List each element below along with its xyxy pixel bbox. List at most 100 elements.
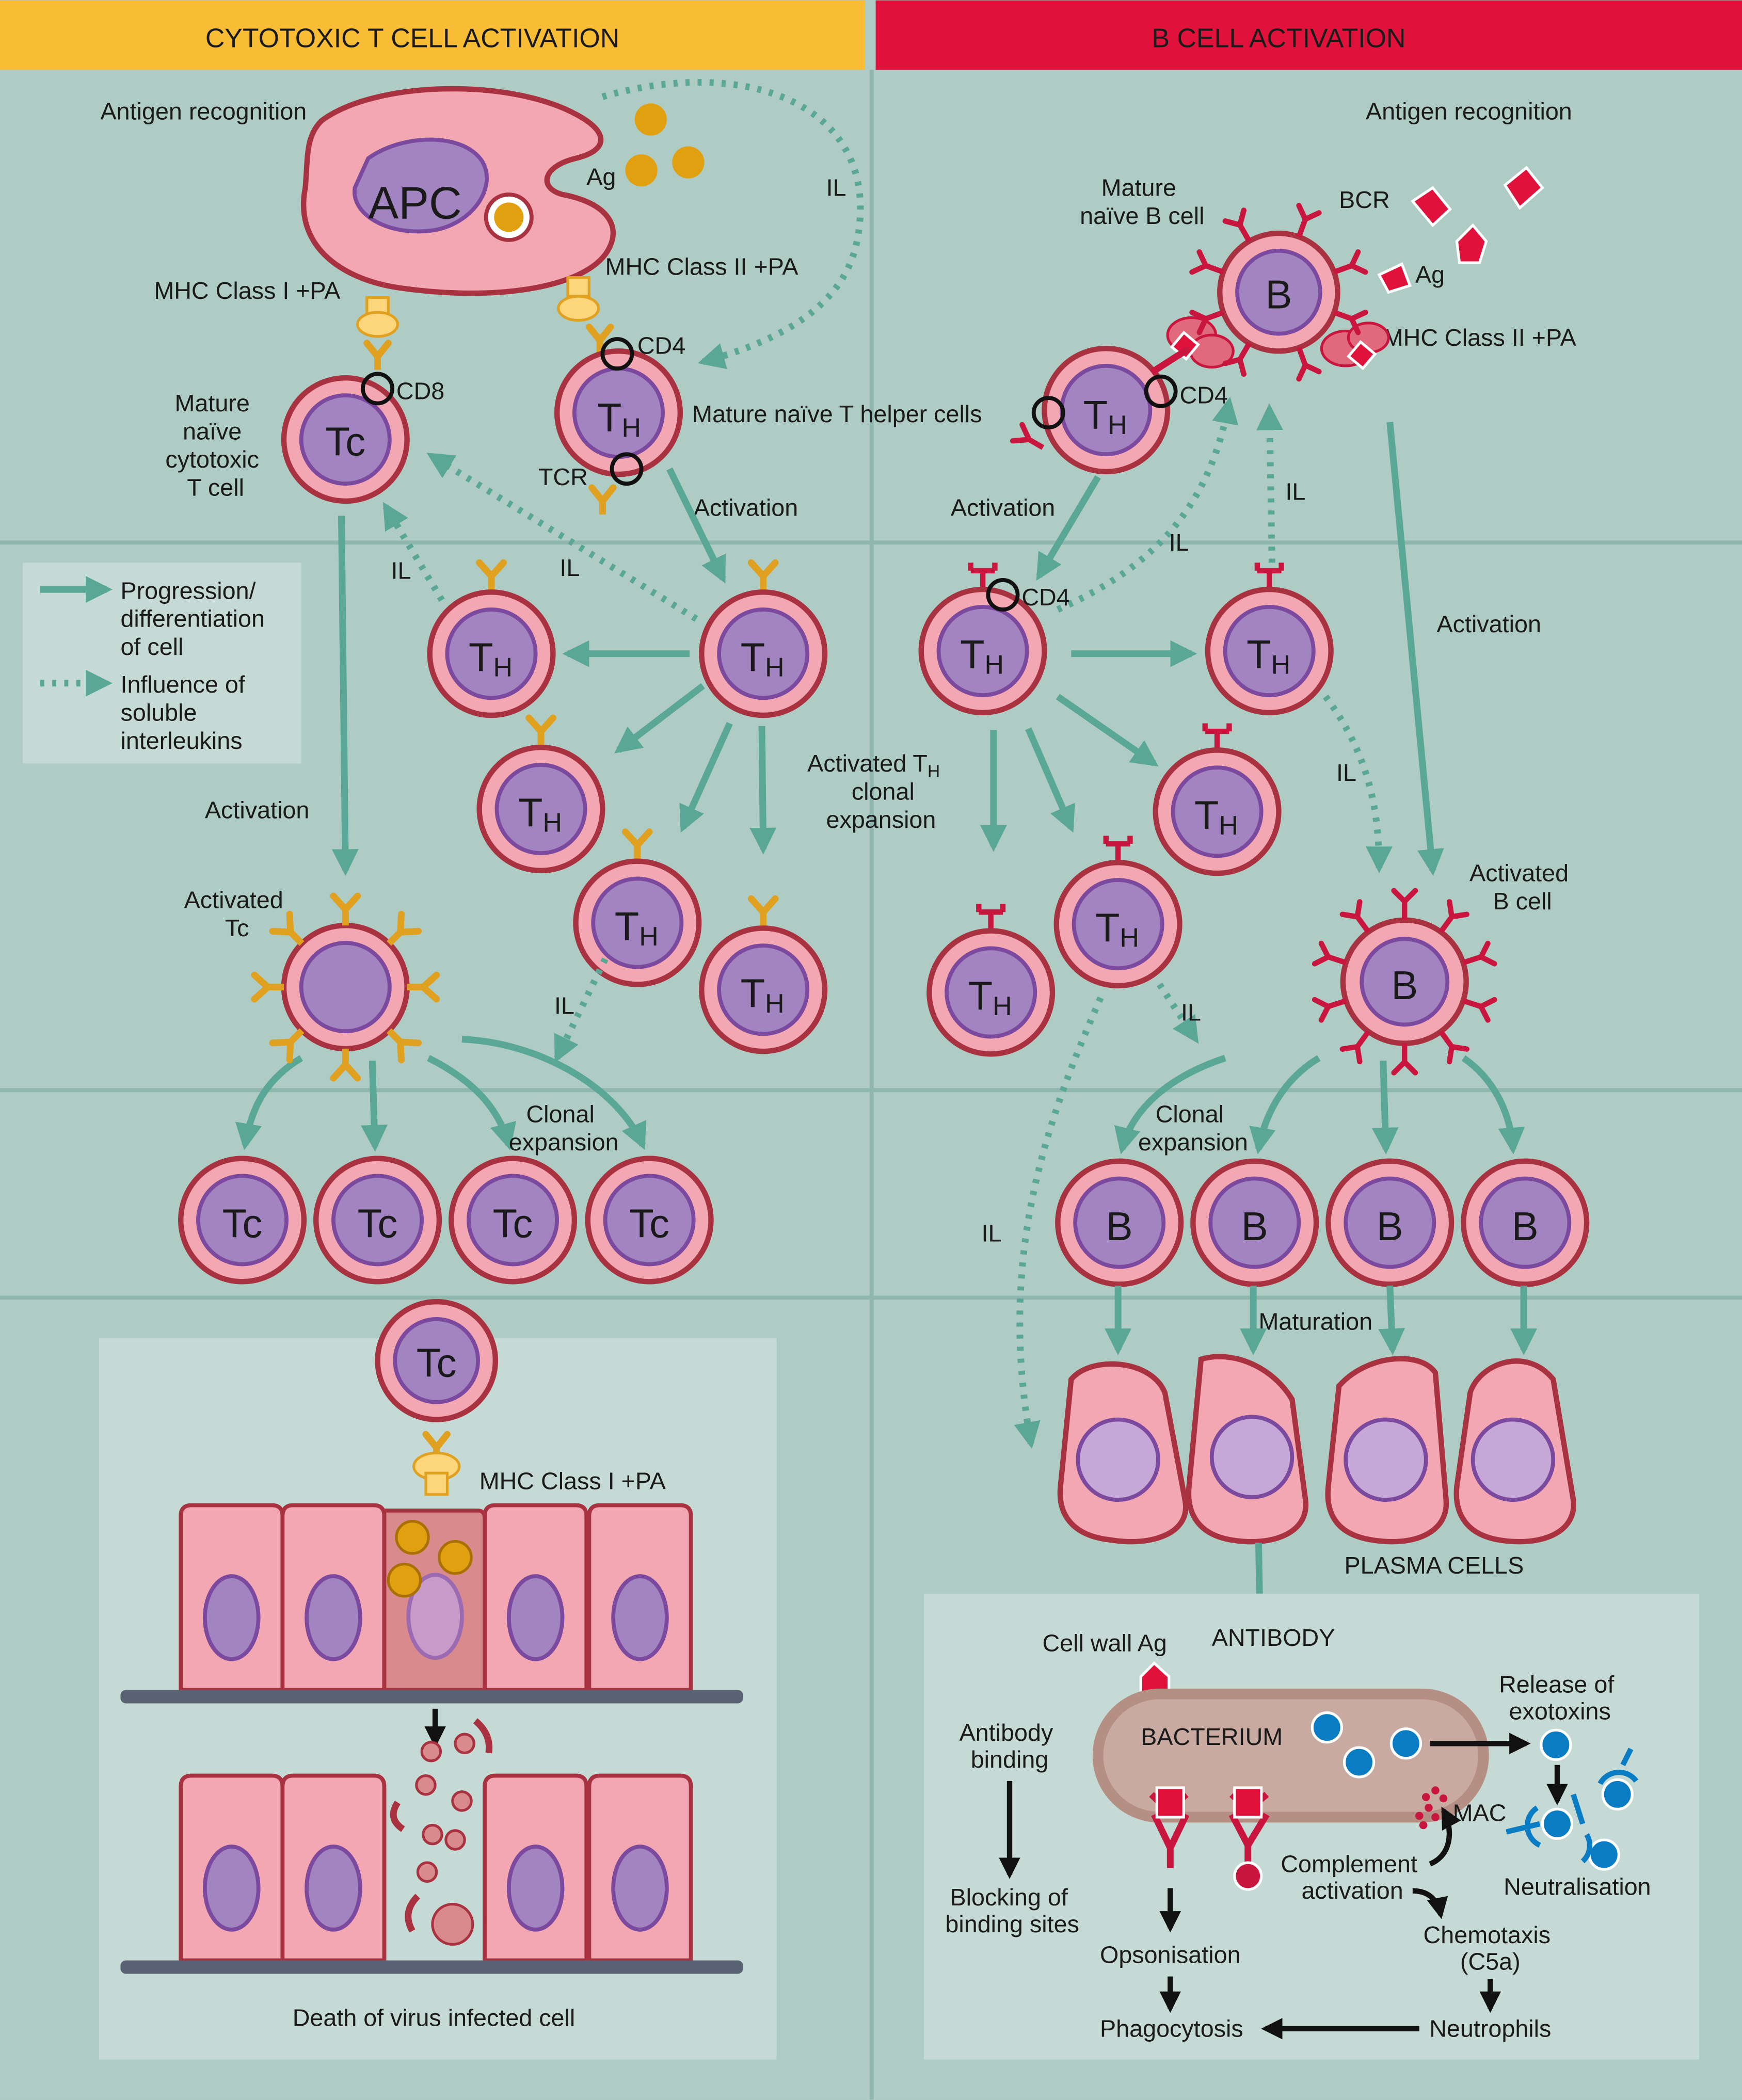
mature-tc-label: Mature naïve cytotoxic T cell <box>165 390 266 501</box>
opsonisation-label: Opsonisation <box>1100 1942 1241 1968</box>
tc-label: Tc <box>325 420 365 464</box>
antigen-ball <box>625 154 658 187</box>
progression-arrow <box>331 516 359 876</box>
tc-receptor <box>387 1028 422 1064</box>
tcr-label: TCR <box>538 463 588 490</box>
b-cell <box>1325 1158 1455 1287</box>
th-cell <box>476 745 605 874</box>
phagocytosis-label: Phagocytosis <box>1100 2015 1243 2042</box>
bcr-receptor <box>1189 249 1224 275</box>
neutralisation-label: Neutralisation <box>1504 1873 1651 1900</box>
il-arrow <box>426 453 698 622</box>
right-clonal-label: Clonal expansion <box>1138 1101 1248 1156</box>
cd4-label: CD4 <box>637 332 685 359</box>
infected-cell <box>382 1508 487 1692</box>
b-label: B <box>1512 1205 1539 1249</box>
right-activation-label: Activation <box>1437 611 1541 637</box>
plasma-cell <box>1186 1354 1308 1545</box>
legend-influence: Influence of soluble interleukins <box>120 671 251 754</box>
th-label: TH <box>518 791 562 837</box>
th-label: TH <box>1194 793 1238 840</box>
cd8-label: CD8 <box>396 378 444 405</box>
left-header-bar <box>0 0 865 70</box>
basement-membrane <box>120 1960 743 1974</box>
right-cd4-label: CD4 <box>1021 584 1069 611</box>
bcr-receptor <box>1189 310 1224 335</box>
il-label: IL <box>391 557 411 584</box>
th-cell <box>427 589 556 718</box>
plasma-cell <box>1057 1361 1189 1545</box>
antigen-block <box>1155 1786 1185 1819</box>
il-label: IL <box>1181 999 1201 1025</box>
killer-tc-cell <box>375 1299 499 1422</box>
mhc1-complex <box>356 296 399 370</box>
right-th-cell <box>1042 345 1171 475</box>
tc-receptor <box>330 1048 361 1082</box>
bcr-label: BCR <box>1339 186 1390 213</box>
tc-cell <box>449 1156 578 1285</box>
tc-receptor <box>330 892 361 926</box>
epithelial-cell <box>587 1503 693 1692</box>
maturation-label: Maturation <box>1259 1308 1373 1335</box>
il-label: IL <box>1285 478 1305 505</box>
bcr-receptor <box>1439 899 1469 934</box>
complement-label: Complement activation <box>1281 1850 1424 1904</box>
plasma-cells-label: PLASMA CELLS <box>1344 1552 1524 1579</box>
epithelial-cell <box>280 1503 387 1692</box>
tc-receptor <box>387 910 422 946</box>
th-expansion-arrows <box>562 640 777 855</box>
mhc2-complex <box>557 276 611 354</box>
tc-clonal-arrows <box>235 1036 647 1152</box>
bcr-receptor <box>1222 342 1252 377</box>
legend-progression: Progression/ differentiation of cell <box>120 577 271 660</box>
bcr-receptor <box>1339 1030 1371 1065</box>
tc-label: Tc <box>222 1202 263 1246</box>
b-label: B <box>1391 964 1418 1008</box>
complement-c1q <box>1233 1861 1263 1891</box>
th-label: TH <box>469 635 513 682</box>
release-label: Release of exotoxins <box>1499 1671 1621 1725</box>
th-receptor <box>1103 836 1133 863</box>
epithelium-after <box>179 1773 693 1963</box>
b-label: B <box>1265 272 1292 317</box>
il-label: IL <box>554 992 574 1019</box>
th-cell <box>699 589 828 718</box>
mac-label: MAC <box>1453 1800 1507 1826</box>
mature-b-label: Mature naïve B cell <box>1080 174 1204 229</box>
th-cell <box>918 586 1047 715</box>
th-label: TH <box>597 396 641 442</box>
bcr-receptor <box>1312 940 1347 967</box>
bcr-receptor <box>1333 249 1368 275</box>
th-receptor <box>968 563 998 590</box>
right-activation-label: Activation <box>951 494 1055 521</box>
tcr-marker <box>610 452 644 486</box>
cd4-marker <box>986 578 1020 612</box>
tc-label: Tc <box>358 1202 398 1246</box>
apoptotic-debris <box>390 1718 493 1946</box>
cd8-marker <box>361 372 394 406</box>
il-arrow <box>1323 694 1393 874</box>
tc-cell <box>313 1156 442 1285</box>
b-label: B <box>1377 1205 1403 1249</box>
antigen-ball <box>634 103 667 136</box>
progression-arrow <box>666 467 726 584</box>
bcr-receptor <box>1391 1043 1418 1076</box>
epithelial-cell <box>483 1503 589 1692</box>
tc-label: Tc <box>629 1202 669 1246</box>
b-clonal-arrows <box>1114 1054 1525 1155</box>
th-label: TH <box>1095 906 1139 952</box>
epithelium-intact <box>179 1503 693 1692</box>
maturation-arrows <box>1105 1285 1538 1355</box>
mhc1-label: MHC Class I +PA <box>154 277 341 304</box>
bcr-receptor <box>1333 310 1368 335</box>
activated-b-cell <box>1340 917 1469 1046</box>
antigen-block <box>1233 1786 1263 1819</box>
th-cell <box>699 925 828 1054</box>
left-clonal-label: Clonal expansion <box>509 1101 619 1156</box>
mac-arrow <box>1429 1806 1461 1867</box>
cd4-marker <box>600 337 634 371</box>
il-label: IL <box>826 174 846 201</box>
death-label: Death of virus infected cell <box>293 2005 576 2031</box>
